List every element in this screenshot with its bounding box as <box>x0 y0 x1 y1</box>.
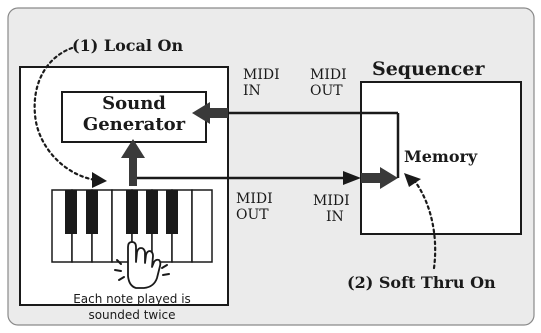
memory-label: Memory <box>404 147 478 166</box>
black-key <box>166 190 178 234</box>
keyboard-to-generator-arrowhead <box>121 139 145 158</box>
local-on-label: (1) Local On <box>72 36 184 55</box>
caption-line2: sounded twice <box>88 308 176 322</box>
black-key <box>86 190 98 234</box>
local-on-arrowhead <box>92 172 107 188</box>
sequencer-midi-out-label-line2: OUT <box>310 83 343 99</box>
midi-out-arrowhead <box>343 171 361 185</box>
black-key <box>126 190 138 234</box>
piano-keyboard <box>51 189 213 263</box>
sequencer-midi-out-label-line1: MIDI <box>310 67 347 83</box>
white-key <box>191 189 213 263</box>
keyboard-to-generator-shaft <box>129 156 137 186</box>
sound-generator-label-line1: Sound <box>102 93 166 114</box>
black-key <box>146 190 158 234</box>
soft-thru-dotted-arrow <box>412 178 437 270</box>
keyboard-midi-out-label-line1: MIDI <box>236 191 273 207</box>
sequencer-box <box>360 81 522 235</box>
midi-in-arrowhead <box>192 102 210 124</box>
local-on-dotted-arrow <box>33 46 98 182</box>
keyboard-midi-in-label-line1: MIDI <box>243 67 280 83</box>
sequencer-title: Sequencer <box>372 58 485 80</box>
soft-thru-on-label: (2) Soft Thru On <box>347 273 496 292</box>
soft-thru-arrowhead <box>404 173 421 187</box>
midi-in-arrow-shaft <box>208 108 228 118</box>
caption-line1: Each note played is <box>73 292 191 306</box>
sequencer-midi-in-label-line1: MIDI <box>313 193 350 209</box>
sound-generator-label-line2: Generator <box>82 114 186 135</box>
hand-icon <box>127 241 162 289</box>
thru-path-shaft <box>361 173 382 183</box>
thru-path-arrowhead <box>380 167 398 189</box>
motion-lines-icon <box>114 259 170 281</box>
sequencer-midi-in-label-line2: IN <box>326 209 344 225</box>
keyboard-midi-in-label-line2: IN <box>243 83 261 99</box>
sound-generator-box <box>61 91 207 143</box>
black-key <box>65 190 77 234</box>
keyboard-midi-out-label-line2: OUT <box>236 207 269 223</box>
